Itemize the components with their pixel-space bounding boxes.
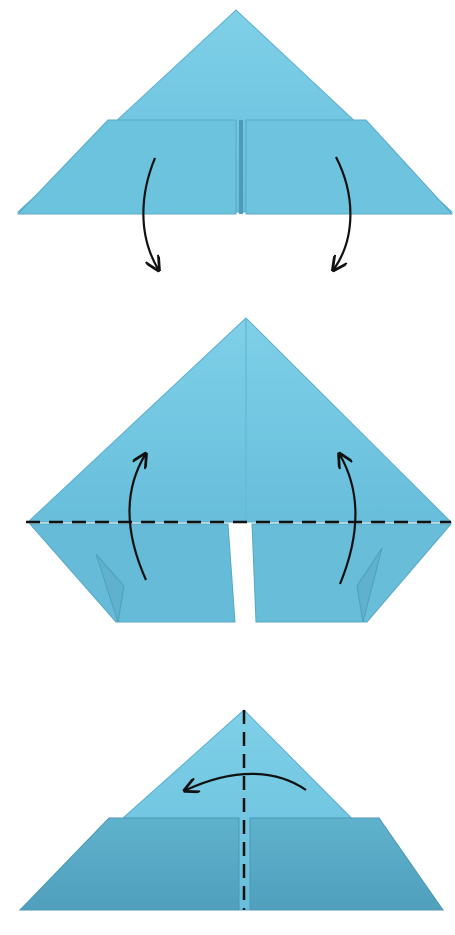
step-1-diagram — [18, 10, 452, 269]
step-3-left-pocket — [20, 818, 239, 910]
step-1-left-flap — [18, 120, 236, 214]
step-2-paper-triangle — [28, 318, 451, 522]
step-3-right-pocket — [250, 818, 443, 910]
step-3-diagram — [20, 710, 443, 910]
step-2-diagram — [26, 318, 451, 622]
step-2-right-flap — [252, 524, 451, 622]
